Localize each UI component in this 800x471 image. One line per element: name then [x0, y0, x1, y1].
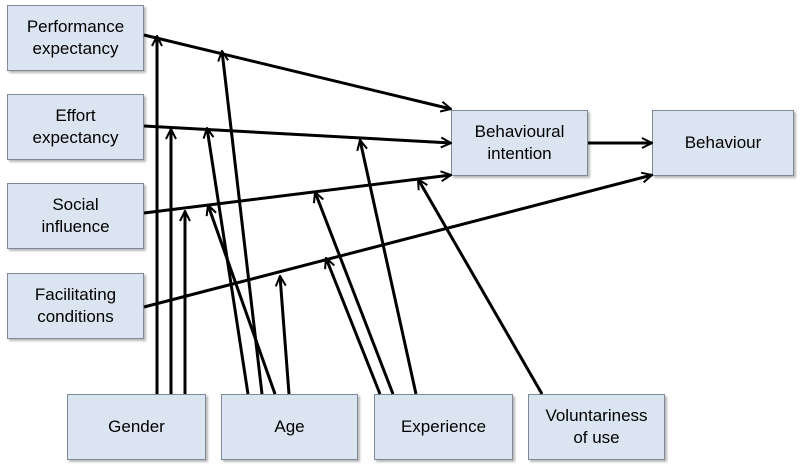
arrow-age-to-social-path — [208, 205, 277, 395]
arrow-facilitating-to-behaviour — [143, 175, 652, 309]
age-box: Age — [221, 394, 358, 460]
arrow-experience-to-facilitating-path — [326, 258, 382, 395]
arrow-social-to-intention — [143, 175, 451, 215]
arrow-effort-to-intention — [143, 124, 451, 143]
facilitating-conditions-box: Facilitating conditions — [7, 273, 144, 339]
effort-expectancy-box: Effort expectancy — [7, 94, 144, 160]
gender-box: Gender — [67, 394, 206, 460]
performance-expectancy-box: Performance expectancy — [7, 5, 144, 71]
arrow-experience-to-effort-path — [360, 140, 418, 395]
arrow-age-to-facilitating-path — [280, 276, 291, 395]
experience-box: Experience — [374, 394, 513, 460]
arrow-experience-to-social-path — [315, 192, 395, 395]
arrow-performance-to-intention — [143, 33, 451, 109]
behavioural-intention-box: Behavioural intention — [451, 110, 588, 176]
social-influence-box: Social influence — [7, 183, 144, 249]
behaviour-box: Behaviour — [652, 110, 794, 176]
arrow-voluntariness-to-social-path — [416, 179, 544, 395]
voluntariness-of-use-box: Voluntariness of use — [528, 394, 665, 460]
